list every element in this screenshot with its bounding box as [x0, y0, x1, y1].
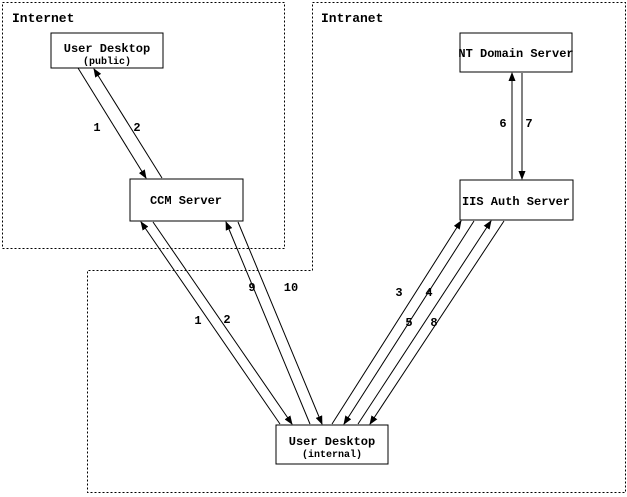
edge-label-3: 3 — [395, 286, 402, 300]
node-ccm-server-box — [129, 178, 244, 222]
node-user-desktop-internal: User Desktop (internal) — [275, 424, 389, 465]
zone-internet-border — [2, 2, 285, 249]
edge-2-ccm-to-public-desktop — [93, 68, 163, 179]
edge-2-ccm-to-internal-desktop — [152, 221, 293, 425]
node-user-desktop-public-label: User Desktop — [64, 42, 150, 56]
edge-label-4: 4 — [425, 286, 432, 300]
node-user-desktop-internal-label: User Desktop — [289, 435, 375, 449]
edge-9-internal-desktop-to-ccm — [225, 221, 311, 425]
edge-label-7: 7 — [525, 117, 532, 131]
node-user-desktop-public-sublabel: (public) — [83, 56, 131, 68]
edge-label-5: 5 — [405, 316, 412, 330]
edge-3-internal-desktop-to-iis — [331, 220, 462, 425]
node-iis-auth-server-label: IIS Auth Server — [462, 195, 570, 209]
node-user-desktop-public-box — [50, 32, 164, 69]
edge-1-public-desktop-to-ccm — [77, 67, 147, 179]
edge-label-8: 8 — [430, 316, 437, 330]
edge-label-2-internal: 2 — [223, 313, 230, 327]
node-ccm-server-label: CCM Server — [150, 194, 222, 208]
node-iis-auth-server-box — [459, 179, 574, 221]
node-iis-auth-server: IIS Auth Server — [459, 179, 574, 221]
edge-label-9: 9 — [248, 281, 255, 295]
node-user-desktop-internal-box — [275, 424, 389, 465]
node-ccm-server: CCM Server — [129, 178, 244, 222]
zone-internet-label: Internet — [12, 11, 74, 26]
edge-10-ccm-to-internal-desktop — [237, 221, 323, 425]
node-nt-domain-server: NT Domain Server — [458, 32, 574, 73]
edge-label-6: 6 — [499, 117, 506, 131]
edge-label-2-public: 2 — [133, 121, 140, 135]
edge-1-internal-desktop-to-ccm — [140, 221, 281, 425]
edge-label-1-internal: 1 — [194, 314, 201, 328]
edge-8-iis-to-internal-desktop — [369, 220, 505, 425]
zone-intranet-label: Intranet — [321, 11, 383, 26]
zone-intranet-border — [87, 2, 626, 493]
edge-4-iis-to-internal-desktop — [343, 220, 475, 425]
node-user-desktop-public: User Desktop (public) — [50, 32, 164, 69]
node-nt-domain-server-label: NT Domain Server — [458, 47, 573, 61]
edges — [77, 67, 526, 425]
node-user-desktop-internal-sublabel: (internal) — [302, 449, 362, 461]
node-nt-domain-server-box — [459, 32, 573, 73]
edge-label-10: 10 — [284, 281, 298, 295]
zone-intranet: Intranet — [87, 2, 626, 493]
edge-labels: 1 2 1 2 9 10 3 4 5 8 6 7 — [93, 117, 532, 330]
zone-internet: Internet — [2, 2, 285, 249]
edge-5-internal-desktop-to-iis — [357, 220, 492, 425]
edge-label-1-public: 1 — [93, 121, 100, 135]
